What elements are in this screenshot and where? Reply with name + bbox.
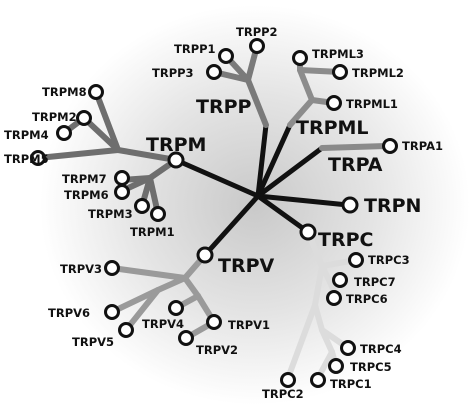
label-trpm1: TRPM1: [130, 225, 175, 239]
label-trpm2: TRPM2: [32, 110, 77, 124]
label-trpv1: TRPV1: [228, 318, 270, 332]
branch-trpp: [255, 122, 269, 199]
label-trpml1: TRPML1: [346, 97, 398, 111]
node-trpc3: [348, 252, 364, 268]
node-trpv5: [118, 322, 134, 338]
branch-trpml: [255, 122, 293, 199]
branch-trpv: [202, 193, 261, 258]
node-trpm8: [88, 84, 104, 100]
node-trpp2: [249, 38, 265, 54]
node-trpp3: [206, 64, 222, 80]
label-trpv: TRPV: [218, 255, 275, 277]
label-trpc2: TRPC2: [262, 387, 304, 401]
label-trpc1: TRPC1: [330, 377, 372, 391]
branch-trpc: [255, 193, 311, 235]
node-trpm7: [114, 170, 130, 186]
node-trpc1: [310, 372, 326, 388]
label-trpc5: TRPC5: [350, 360, 392, 374]
label-trpc3: TRPC3: [368, 253, 410, 267]
node-trpml2: [332, 64, 348, 80]
node-trpv3: [104, 260, 120, 276]
node-trpc6: [326, 290, 342, 306]
node-trpa1: [382, 138, 398, 154]
node-trpc4: [340, 340, 356, 356]
label-trpml: TRPML: [296, 117, 369, 139]
label-trpp3: TRPP3: [152, 66, 194, 80]
label-trpp2: TRPP2: [236, 25, 278, 39]
node-trpml1: [326, 95, 342, 111]
label-trpp1: TRPP1: [174, 42, 216, 56]
label-trpc7: TRPC7: [354, 275, 396, 289]
node-trpm1: [150, 206, 166, 222]
node-trpm4: [56, 125, 72, 141]
label-trpc: TRPC: [318, 229, 373, 251]
label-trpml2: TRPML2: [352, 66, 404, 80]
node-trpc2: [280, 372, 296, 388]
label-trpn: TRPN: [364, 195, 421, 217]
label-trpv5: TRPV5: [72, 335, 114, 349]
node-trpv: [196, 246, 214, 264]
node-trpn: [341, 196, 359, 214]
branch-trpa: [255, 145, 325, 199]
node-trpml3: [292, 50, 308, 66]
main-branches: [173, 122, 351, 258]
node-trpp1: [218, 48, 234, 64]
label-trpc6: TRPC6: [346, 292, 388, 306]
node-trpm: [167, 151, 185, 169]
node-trpv6: [104, 304, 120, 320]
label-trpv6: TRPV6: [48, 306, 90, 320]
node-trpm5: [30, 150, 46, 166]
node-trpv4: [168, 300, 184, 316]
node-trpm2: [76, 110, 92, 126]
label-trpv4: TRPV4: [142, 317, 184, 331]
label-trpm5: TRPM5: [4, 152, 49, 166]
label-trpc4: TRPC4: [360, 342, 402, 356]
node-trpc7: [332, 272, 348, 288]
branch-trpm: [173, 157, 261, 199]
node-trpv2: [178, 330, 194, 346]
label-trpm6: TRPM6: [64, 188, 109, 202]
label-trpm8: TRPM8: [42, 85, 87, 99]
node-trpc: [299, 223, 317, 241]
node-trpm6: [114, 184, 130, 200]
label-trpp: TRPP: [196, 96, 252, 118]
label-trpa1: TRPA1: [402, 139, 443, 153]
trpa-subtree: [319, 143, 391, 151]
family-nodes: [167, 151, 359, 264]
label-trpv2: TRPV2: [196, 343, 238, 357]
label-trpa: TRPA: [328, 154, 383, 176]
label-trpv3: TRPV3: [60, 262, 102, 276]
member-nodes: [30, 38, 398, 388]
label-trpml3: TRPML3: [312, 47, 364, 61]
label-trpm: TRPM: [146, 134, 206, 156]
branch-trpn: [255, 193, 351, 208]
node-trpv1: [206, 314, 222, 330]
label-trpm7: TRPM7: [62, 172, 107, 186]
label-trpm3: TRPM3: [88, 207, 133, 221]
member-labels: TRPM8 TRPM2 TRPM4 TRPM5 TRPM7 TRPM6 TRPM…: [4, 25, 443, 401]
family-labels: TRPM TRPP TRPML TRPA TRPN TRPC TRPV: [146, 96, 421, 277]
node-trpc5: [328, 358, 344, 374]
label-trpm4: TRPM4: [4, 128, 49, 142]
node-trpm3: [134, 198, 150, 214]
